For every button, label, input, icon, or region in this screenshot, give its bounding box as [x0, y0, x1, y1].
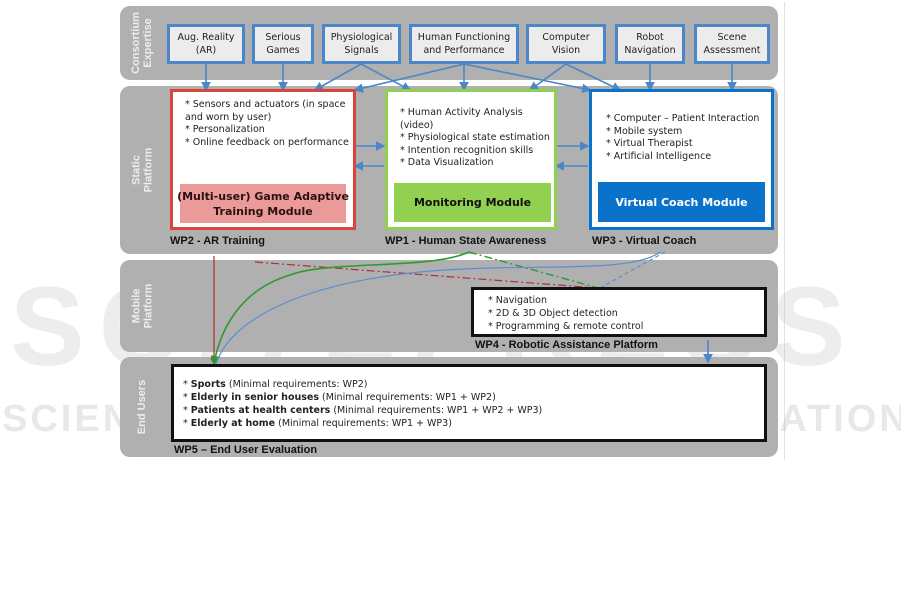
feature-item: * Human Activity Analysis (video)	[400, 107, 523, 131]
module-title: (Multi-user) Game Adaptive Training Modu…	[177, 184, 349, 223]
expertise-robot-navigation: Robot Navigation	[615, 24, 685, 64]
end-users-box: * Sports (Minimal requirements: WP2) * E…	[171, 364, 767, 442]
module-ar-training: * Sensors and actuators (in space and wo…	[170, 89, 356, 230]
module-title: Monitoring Module	[394, 183, 551, 222]
feature-item: * Sensors and actuators (in space and wo…	[185, 99, 346, 123]
expertise-computer-vision: Computer Vision	[526, 24, 606, 64]
end-user-item: * Elderly in senior houses (Minimal requ…	[183, 392, 496, 403]
expertise-human-functioning: Human Functioning and Performance	[409, 24, 519, 64]
expertise-ar: Aug. Reality (AR)	[167, 24, 245, 64]
band-label: Consortium Expertise	[130, 12, 155, 74]
feature-item: * Intention recognition skills	[400, 144, 534, 156]
robotic-features: * Navigation * 2D & 3D Object detection …	[488, 294, 643, 333]
feature-item: * Online feedback on performance	[185, 136, 349, 148]
feature-item: * Physiological state estimation	[400, 132, 550, 143]
wp1-label: WP1 - Human State Awareness	[385, 235, 547, 247]
feature-item: * Data Visualization	[400, 157, 494, 168]
expertise-physiological-signals: Physiological Signals	[322, 24, 401, 64]
expertise-scene-assessment: Scene Assessment	[694, 24, 770, 64]
wp4-label: WP4 - Robotic Assistance Platform	[475, 339, 658, 351]
wp2-label: WP2 - AR Training	[170, 235, 265, 247]
feature-item: * Navigation	[488, 295, 548, 306]
module-features: * Computer – Patient Interaction * Mobil…	[606, 113, 774, 163]
wp3-label: WP3 - Virtual Coach	[592, 235, 697, 247]
feature-item: * Virtual Therapist	[606, 138, 693, 149]
feature-item: * Programming & remote control	[488, 321, 644, 332]
module-features: * Sensors and actuators (in space and wo…	[185, 99, 353, 149]
feature-item: * 2D & 3D Object detection	[488, 308, 618, 319]
feature-item: * Computer – Patient Interaction	[606, 113, 760, 124]
module-monitoring: * Human Activity Analysis (video) * Phys…	[385, 89, 557, 230]
feature-item: * Personalization	[185, 124, 265, 135]
figure-frame	[116, 2, 785, 460]
wp5-label: WP5 – End User Evaluation	[174, 444, 318, 456]
feature-item: * Artificial Intelligence	[606, 150, 712, 162]
band-label: End Users	[136, 379, 149, 435]
expertise-serious-games: Serious Games	[252, 24, 314, 64]
end-user-groups: * Sports (Minimal requirements: WP2) * E…	[183, 378, 542, 430]
end-user-item: * Elderly at home (Minimal requirements:…	[183, 418, 452, 429]
module-virtual-coach: * Computer – Patient Interaction * Mobil…	[589, 89, 774, 230]
band-label: Mobile Platform	[130, 283, 154, 329]
band-label: Static Platform	[130, 147, 154, 193]
robotic-platform-box: * Navigation * 2D & 3D Object detection …	[471, 287, 767, 337]
module-title: Virtual Coach Module	[598, 182, 765, 222]
end-user-item: * Sports (Minimal requirements: WP2)	[183, 379, 368, 390]
feature-item: * Mobile system	[606, 125, 683, 137]
module-features: * Human Activity Analysis (video) * Phys…	[400, 107, 555, 170]
end-user-item: * Patients at health centers (Minimal re…	[183, 405, 543, 416]
